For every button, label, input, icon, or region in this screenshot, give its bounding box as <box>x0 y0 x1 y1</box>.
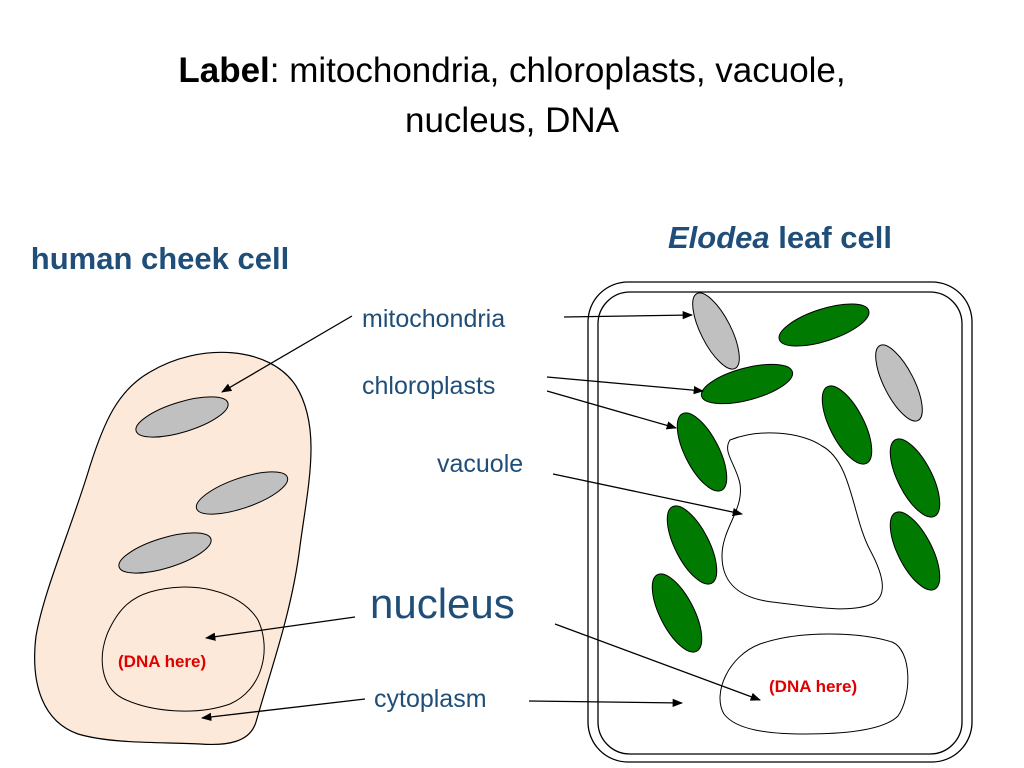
chloroplast <box>889 438 941 518</box>
label-cytoplasm: cytoplasm <box>374 685 487 713</box>
arrow-nucleus-elodea <box>554 623 761 701</box>
elodea-cell-heading: Elodea leaf cell <box>610 218 950 258</box>
cheek-mitochondrion <box>118 532 212 574</box>
vacuole <box>721 432 883 610</box>
title-line1: : mitochondria, chloroplasts, vacuole, <box>269 51 846 90</box>
arrow-chloroplast-1 <box>546 376 705 395</box>
elodea-mitochondrion <box>692 292 740 370</box>
chloroplast <box>651 573 703 653</box>
arrow-mitochondria-cheek <box>221 315 353 393</box>
arrow-vacuole <box>552 473 744 517</box>
chloroplast <box>889 511 941 591</box>
cheek-mitochondrion <box>135 396 229 438</box>
elodea-mitochondrion <box>875 344 923 422</box>
cell-membrane-inner <box>597 291 963 755</box>
elodea-heading-rest: leaf cell <box>769 220 892 255</box>
cheek-mitochondrion <box>195 471 289 515</box>
arrow-mitochondria-elodea <box>563 310 694 320</box>
chloroplast <box>821 385 873 465</box>
label-nucleus: nucleus <box>370 580 515 627</box>
arrow-nucleus-cheek <box>204 616 356 641</box>
chloroplast <box>666 505 718 585</box>
chloroplast <box>676 412 728 492</box>
arrow-cytoplasm-elodea <box>528 698 684 708</box>
arrow-chloroplast-2 <box>546 390 677 430</box>
label-chloroplasts: chloroplasts <box>362 372 496 400</box>
elodea-heading-italic: Elodea <box>667 220 770 255</box>
chloroplast <box>778 303 870 347</box>
elodea-nucleus <box>719 633 909 735</box>
chloroplast <box>700 363 794 405</box>
page-title: Label: mitochondria, chloroplasts, vacuo… <box>0 46 1024 146</box>
cheek-nucleus <box>101 586 265 712</box>
title-line2: nucleus, DNA <box>405 101 619 140</box>
cheek-cell-heading: human cheek cell <box>30 241 290 276</box>
dna-label-elodea: (DNA here) <box>769 677 858 696</box>
label-vacuole: vacuole <box>437 450 524 478</box>
title-bold: Label <box>178 51 270 90</box>
dna-label-cheek: (DNA here) <box>118 652 207 671</box>
label-mitochondria: mitochondria <box>362 305 506 333</box>
cell-wall-outer <box>587 281 973 763</box>
arrow-cytoplasm-cheek <box>200 698 366 722</box>
